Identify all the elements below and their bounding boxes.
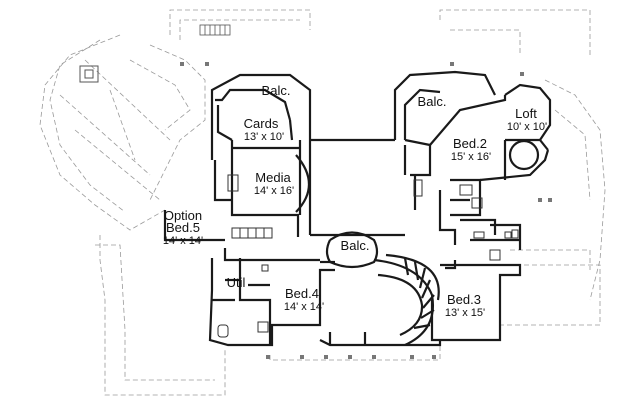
railing-posts <box>180 62 552 359</box>
cupola-icon <box>79 65 99 83</box>
option-bed5-label-line1: Option <box>164 208 202 223</box>
bed2-label: Bed.2 <box>453 136 487 151</box>
option-bed5-dim: 14' x 14' <box>163 235 203 247</box>
loft-label: Loft <box>515 106 537 121</box>
bed3-dim: 13' x 15' <box>445 307 485 319</box>
cards-dim: 13' x 10' <box>244 131 284 143</box>
roof-outline <box>39 9 606 396</box>
cards-label: Cards <box>244 116 279 131</box>
loft-dim: 10' x 10' <box>507 121 547 133</box>
media-label: Media <box>255 170 291 185</box>
balc-top-left-label: Balc. <box>262 83 291 98</box>
room-labels: Balc. Cards 13' x 10' Media 14' x 16' Ba… <box>163 83 547 319</box>
util-label: Util <box>227 275 246 290</box>
bed2-dim: 15' x 16' <box>451 151 491 163</box>
bed4-dim: 14' x 14' <box>284 301 324 313</box>
walls <box>163 70 552 347</box>
fixtures <box>217 174 519 338</box>
chimney-icon <box>199 24 231 36</box>
media-dim: 14' x 16' <box>254 185 294 197</box>
bed3-label: Bed.3 <box>447 292 481 307</box>
bed4-label: Bed.4 <box>285 286 319 301</box>
balc-center-label: Balc. <box>341 238 370 253</box>
option-bed5-label-line2: Bed.5 <box>166 220 200 235</box>
balc-top-right-label: Balc. <box>418 94 447 109</box>
